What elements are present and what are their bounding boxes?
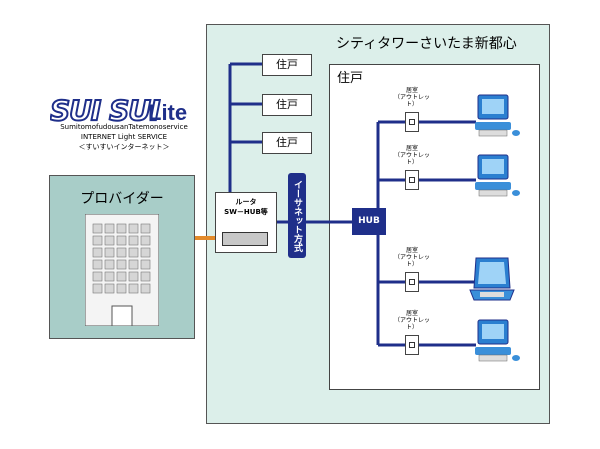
router-device-icon	[222, 232, 268, 246]
outlet-icon	[405, 272, 419, 292]
outlet-icon	[405, 112, 419, 132]
outlet-icon	[405, 170, 419, 190]
room-label: 居室 （アウトレット）	[390, 87, 434, 108]
logo-company: SumitomofudousanTatemonoservice	[60, 123, 188, 131]
room-label-title: 居室	[405, 145, 418, 152]
room-label-outlet: （アウトレット）	[393, 152, 430, 166]
logo-caption: SumitomofudousanTatemonoservice INTERNET…	[34, 122, 214, 152]
svg-text:SUI SUI: SUI SUI	[50, 96, 160, 124]
sui-sui-lite-logo: SUI SUI Lite	[50, 96, 187, 124]
room-label-outlet: （アウトレット）	[393, 317, 430, 331]
unit-title: 住戸	[337, 71, 364, 86]
router-label: ルータ SW－HUB等	[215, 197, 277, 217]
room-label-title: 居室	[405, 87, 418, 94]
room-label-title: 居室	[405, 310, 418, 317]
room-label-outlet: （アウトレット）	[393, 254, 430, 268]
desktop-pc-icon	[475, 319, 520, 362]
residence-box: 住戸	[262, 132, 312, 154]
residence-box: 住戸	[262, 54, 312, 76]
router-label-line2: SW－HUB等	[224, 208, 268, 216]
ethernet-label: イーサネット方式	[288, 173, 306, 258]
desktop-pc-icon	[475, 94, 520, 137]
room-label-title: 居室	[405, 247, 418, 254]
outlet-icon	[405, 335, 419, 355]
room-label: 居室 （アウトレット）	[390, 145, 434, 166]
desktop-pc-icon	[475, 154, 520, 197]
router-label-line1: ルータ	[235, 198, 257, 206]
office-building-icon	[85, 214, 159, 326]
laptop-pc-icon	[469, 257, 515, 301]
provider-label: プロバイダー	[80, 191, 164, 207]
logo-tagline: ＜すいすいインターネット＞	[78, 143, 170, 151]
room-label-outlet: （アウトレット）	[393, 94, 430, 108]
hub-box: HUB	[352, 208, 386, 235]
residence-box: 住戸	[262, 94, 312, 116]
logo-service: INTERNET Light SERVICE	[80, 133, 168, 141]
building-title: シティタワーさいたま新都心	[336, 36, 517, 52]
room-label: 居室 （アウトレット）	[390, 247, 434, 268]
room-label: 居室 （アウトレット）	[390, 310, 434, 331]
svg-text:Lite: Lite	[148, 100, 187, 124]
